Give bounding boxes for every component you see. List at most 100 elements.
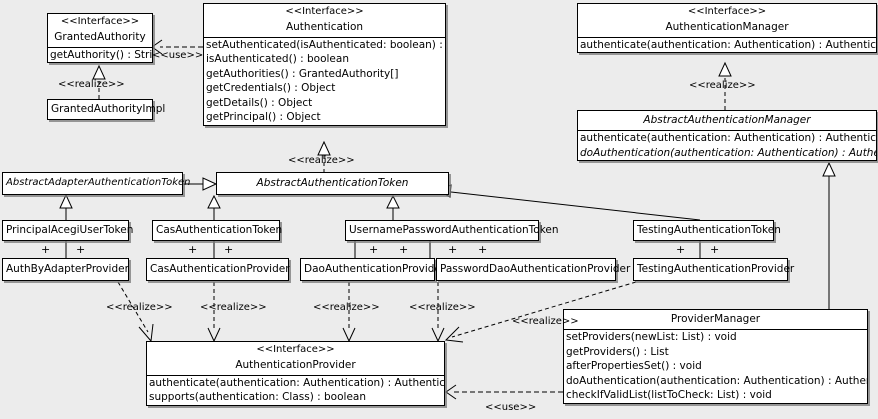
class-authentication[interactable]: <<Interface>> Authentication setAuthenti… xyxy=(203,3,446,126)
class-header: TestingAuthenticationProvider xyxy=(634,259,795,278)
class-cas-authentication-token[interactable]: CasAuthenticationToken xyxy=(152,220,283,241)
class-name: AuthenticationManager xyxy=(665,20,789,33)
relationship-label-use-granted-authority: <<use>> xyxy=(152,50,204,61)
operation: authenticate(authentication: Authenticat… xyxy=(149,376,444,389)
class-username-password-authentication-token[interactable]: UsernamePasswordAuthenticationToken xyxy=(345,220,559,241)
stereotype-label: <<Interface>> xyxy=(256,344,335,355)
class-name: AbstractAuthenticationManager xyxy=(643,114,811,126)
association-adornment: + xyxy=(399,243,409,256)
class-header: ProviderManager xyxy=(564,310,867,329)
class-header: CasAuthenticationProvider xyxy=(147,259,290,278)
relationship-label-realize-abstract-auth-token: <<realize>> xyxy=(288,155,355,166)
relationship-label-realize-auth-by-adapter: <<realize>> xyxy=(106,302,173,313)
class-name: CasAuthenticationProvider xyxy=(150,263,290,275)
class-name: GrantedAuthorityImpl xyxy=(51,103,166,115)
operations-compartment: authenticate(authentication: Authenticat… xyxy=(147,374,444,405)
class-granted-authority-impl[interactable]: GrantedAuthorityImpl xyxy=(47,99,166,120)
class-name: AbstractAuthenticationToken xyxy=(256,177,409,189)
operation: getDetails() : Object xyxy=(206,96,313,109)
class-name: TestingAuthenticationProvider xyxy=(637,263,795,275)
class-principal-acegi-user-token[interactable]: PrincipalAcegiUserToken xyxy=(2,220,134,241)
class-abstract-adapter-authentication-token[interactable]: AbstractAdapterAuthenticationToken xyxy=(2,172,191,195)
class-header: <<Interface>> Authentication xyxy=(204,4,445,37)
class-name: GrantedAuthority xyxy=(54,30,146,43)
association-adornment: + xyxy=(224,243,234,256)
association-adornment: + xyxy=(41,243,51,256)
operations-compartment: setAuthenticated(isAuthenticated: boolea… xyxy=(204,36,445,125)
association-adornment: + xyxy=(76,243,86,256)
association-adornment: + xyxy=(188,243,198,256)
class-header: <<Interface>> GrantedAuthority xyxy=(48,14,152,47)
operations-compartment: getAuthority() : String xyxy=(48,46,152,63)
operations-compartment: setProviders(newList: List) : void getPr… xyxy=(564,329,867,403)
relationship-label-realize-granted-authority-impl: <<realize>> xyxy=(58,79,125,90)
class-name: UsernamePasswordAuthenticationToken xyxy=(349,224,559,236)
class-header: PrincipalAcegiUserToken xyxy=(3,221,134,239)
operation: afterPropertiesSet() : void xyxy=(566,360,702,373)
operation: doAuthentication(authentication: Authent… xyxy=(580,146,876,159)
class-name: ProviderManager xyxy=(670,313,761,325)
class-authentication-manager[interactable]: <<Interface>> AuthenticationManager auth… xyxy=(577,3,877,54)
class-cas-authentication-provider[interactable]: CasAuthenticationProvider xyxy=(146,258,290,281)
association-adornment: + xyxy=(710,243,720,256)
class-testing-authentication-token[interactable]: TestingAuthenticationToken xyxy=(633,220,781,241)
class-header: PasswordDaoAuthenticationProvider xyxy=(437,259,631,278)
class-header: AuthByAdapterProvider xyxy=(3,259,129,278)
association-adornment: + xyxy=(369,243,379,256)
class-granted-authority[interactable]: <<Interface>> GrantedAuthority getAuthor… xyxy=(47,13,153,64)
operation: isAuthenticated() : boolean xyxy=(206,53,349,66)
class-testing-authentication-provider[interactable]: TestingAuthenticationProvider xyxy=(633,258,795,281)
stereotype-label: <<Interface>> xyxy=(60,16,140,27)
operations-compartment: authenticate(authentication: Authenticat… xyxy=(578,36,876,53)
relationship-label-realize-abstract-auth-manager: <<realize>> xyxy=(689,80,756,91)
operation: getAuthority() : String xyxy=(50,48,152,61)
operation: getCredentials() : Object xyxy=(206,82,336,95)
operation: setAuthenticated(isAuthenticated: boolea… xyxy=(206,38,445,51)
operation: supports(authentication: Class) : boolea… xyxy=(149,391,366,404)
relationship-label-realize-cas-provider: <<realize>> xyxy=(200,302,267,313)
class-header: TestingAuthenticationToken xyxy=(634,221,781,239)
class-password-dao-authentication-provider[interactable]: PasswordDaoAuthenticationProvider xyxy=(436,258,631,281)
operation: checkIfValidList(listToCheck: List) : vo… xyxy=(566,389,772,402)
class-header: AbstractAuthenticationManager xyxy=(578,111,876,130)
operation: doAuthentication(authentication: Authent… xyxy=(566,374,867,387)
class-dao-authentication-provider[interactable]: DaoAuthenticationProvider xyxy=(300,258,446,281)
class-auth-by-adapter-provider[interactable]: AuthByAdapterProvider xyxy=(2,258,129,281)
class-name: Authentication xyxy=(285,20,364,33)
class-name: AuthByAdapterProvider xyxy=(6,263,129,275)
relationship-label-use-provider-manager: <<use>> xyxy=(485,402,537,413)
operations-compartment: authenticate(authentication: Authenticat… xyxy=(578,130,876,160)
class-authentication-provider[interactable]: <<Interface>> AuthenticationProvider aut… xyxy=(146,341,445,406)
class-header: GrantedAuthorityImpl xyxy=(48,100,166,118)
operation: getPrincipal() : Object xyxy=(206,111,321,124)
association-adornment: + xyxy=(676,243,686,256)
class-header: CasAuthenticationToken xyxy=(153,221,283,239)
operation: authenticate(authentication: Authenticat… xyxy=(580,38,876,51)
class-abstract-authentication-token[interactable]: AbstractAuthenticationToken xyxy=(216,172,449,195)
class-name: CasAuthenticationToken xyxy=(156,224,283,236)
class-name: AbstractAdapterAuthenticationToken xyxy=(6,177,191,188)
association-adornment: + xyxy=(448,243,458,256)
class-name: DaoAuthenticationProvider xyxy=(304,263,446,275)
relationship-label-realize-dao-provider: <<realize>> xyxy=(313,302,380,313)
operation: getProviders() : List xyxy=(566,345,669,358)
operation: authenticate(authentication: Authenticat… xyxy=(580,132,876,145)
stereotype-label: <<Interface>> xyxy=(687,6,767,17)
relationship-label-realize-testing-provider: <<realize>> xyxy=(512,316,579,327)
class-name: PasswordDaoAuthenticationProvider xyxy=(440,263,631,275)
relationship-label-realize-password-dao-provider: <<realize>> xyxy=(409,302,476,313)
class-header: <<Interface>> AuthenticationManager xyxy=(578,4,876,37)
operation: getAuthorities() : GrantedAuthority[] xyxy=(206,67,399,80)
stereotype-label: <<Interface>> xyxy=(285,6,364,17)
operation: setProviders(newList: List) : void xyxy=(566,331,737,344)
class-name: AuthenticationProvider xyxy=(235,358,356,371)
class-header: UsernamePasswordAuthenticationToken xyxy=(346,221,559,239)
class-name: TestingAuthenticationToken xyxy=(637,224,781,236)
class-name: PrincipalAcegiUserToken xyxy=(6,224,134,236)
class-header: AbstractAdapterAuthenticationToken xyxy=(3,173,191,192)
association-adornment: + xyxy=(478,243,488,256)
class-abstract-authentication-manager[interactable]: AbstractAuthenticationManager authentica… xyxy=(577,110,877,162)
class-provider-manager[interactable]: ProviderManager setProviders(newList: Li… xyxy=(563,309,868,404)
class-header: DaoAuthenticationProvider xyxy=(301,259,446,278)
